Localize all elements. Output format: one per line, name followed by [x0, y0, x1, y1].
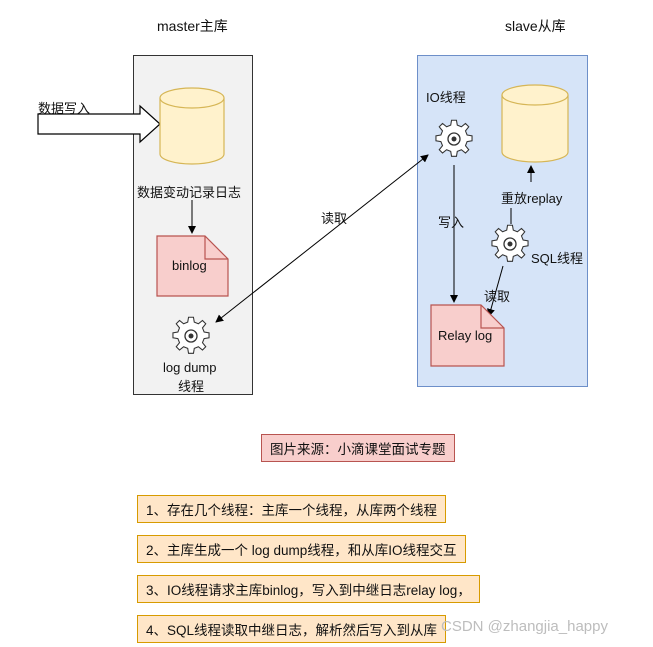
data-write-label: 数据写入	[38, 101, 91, 116]
slave-title: slave从库	[505, 18, 566, 34]
note-1: 1、存在几个线程：主库一个线程，从库两个线程	[137, 495, 447, 523]
watermark: CSDN @zhangjia_happy	[441, 618, 608, 635]
read-relay-label: 读取	[484, 289, 511, 304]
io-thread-gear-icon	[435, 119, 473, 157]
log-dump-gear-icon	[172, 316, 210, 354]
read-relay-arrow	[487, 265, 504, 317]
dump-thread-label-line2: 线程	[178, 379, 205, 394]
read-binlog-label: 读取	[321, 211, 348, 226]
note-2: 2、主库生成一个 log dump线程，和从库IO线程交互	[137, 535, 466, 563]
image-source-tag: 图片来源：小滴课堂面试专题	[261, 434, 455, 462]
io-thread-label: IO线程	[426, 90, 466, 105]
relay-log-document-icon	[430, 304, 505, 367]
slave-database-icon	[501, 84, 569, 163]
read-binlog-arrow	[215, 154, 429, 323]
data-write-arrow	[37, 104, 161, 144]
note-4: 4、SQL线程读取中继日志，解析然后写入到从库	[137, 615, 447, 643]
sql-thread-label: SQL线程	[531, 251, 584, 266]
replay-label: 重放replay	[501, 191, 563, 206]
master-title: master主库	[157, 18, 228, 34]
disk-log-label: 数据变动记录日志	[137, 185, 242, 200]
sql-thread-gear-icon	[491, 224, 529, 262]
write-relay-label: 写入	[438, 215, 465, 230]
relay-log-label: Relay log	[438, 328, 493, 343]
dump-thread-label-line1: log dump	[163, 360, 217, 375]
binlog-label: binlog	[172, 258, 207, 273]
master-database-icon	[159, 87, 225, 165]
note-3: 3、IO线程请求主库binlog，写入到中继日志relay log，	[137, 575, 480, 603]
